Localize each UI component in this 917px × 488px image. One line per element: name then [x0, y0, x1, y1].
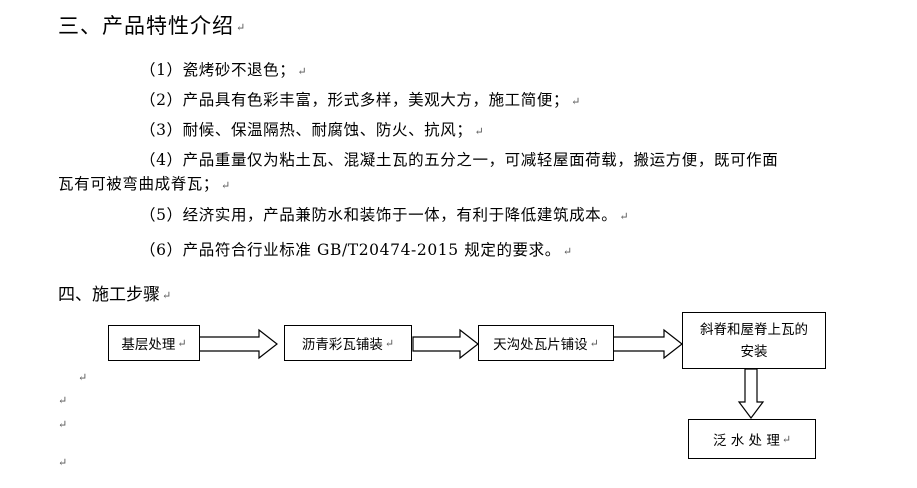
arrow-step2-to-step3 — [412, 328, 479, 360]
section-title-product-features: 三、产品特性介绍↵ — [58, 14, 247, 38]
feature-item-6: （6）产品符合行业标准 GB/T20474-2015 规定的要求。↵ — [140, 241, 573, 259]
feature-item-4-line2: 瓦有可被弯曲成脊瓦；↵ — [58, 175, 231, 193]
arrow-step1-to-step2 — [198, 328, 278, 360]
section-title-construction-steps: 四、施工步骤↵ — [58, 285, 172, 305]
feature-item-1: （1）瓷烤砂不退色；↵ — [140, 61, 308, 79]
feature-item-5: （5）经济实用，产品兼防水和装饰于一体，有利于降低建筑成本。↵ — [140, 206, 630, 224]
flow-step-gutter-tile-laying: 天沟处瓦片铺设↵ — [478, 325, 614, 361]
feature-item-3: （3）耐候、保温隔热、耐腐蚀、防火、抗风；↵ — [140, 121, 485, 139]
flow-step-asphalt-tile-install: 沥青彩瓦铺装↵ — [284, 325, 412, 361]
arrow-step4-to-step5 — [737, 368, 765, 419]
paragraph-mark: ↵ — [58, 394, 68, 407]
feature-item-4-line1: （4）产品重量仅为粘土瓦、混凝土瓦的五分之一，可减轻屋面荷载，搬运方便，既可作面 — [140, 151, 779, 169]
feature-item-2: （2）产品具有色彩丰富，形式多样，美观大方，施工简便；↵ — [140, 91, 581, 109]
flow-step-flashing-treatment: 泛 水 处 理↵ — [688, 419, 816, 459]
arrow-step3-to-step4 — [612, 328, 683, 360]
paragraph-mark: ↵ — [58, 456, 68, 469]
paragraph-mark: ↵ — [58, 418, 68, 431]
flow-step-ridge-tile-install: 斜脊和屋脊上瓦的安装 — [682, 312, 826, 369]
flow-step-base-treatment: 基层处理↵ — [108, 325, 200, 361]
paragraph-mark: ↵ — [78, 371, 88, 384]
